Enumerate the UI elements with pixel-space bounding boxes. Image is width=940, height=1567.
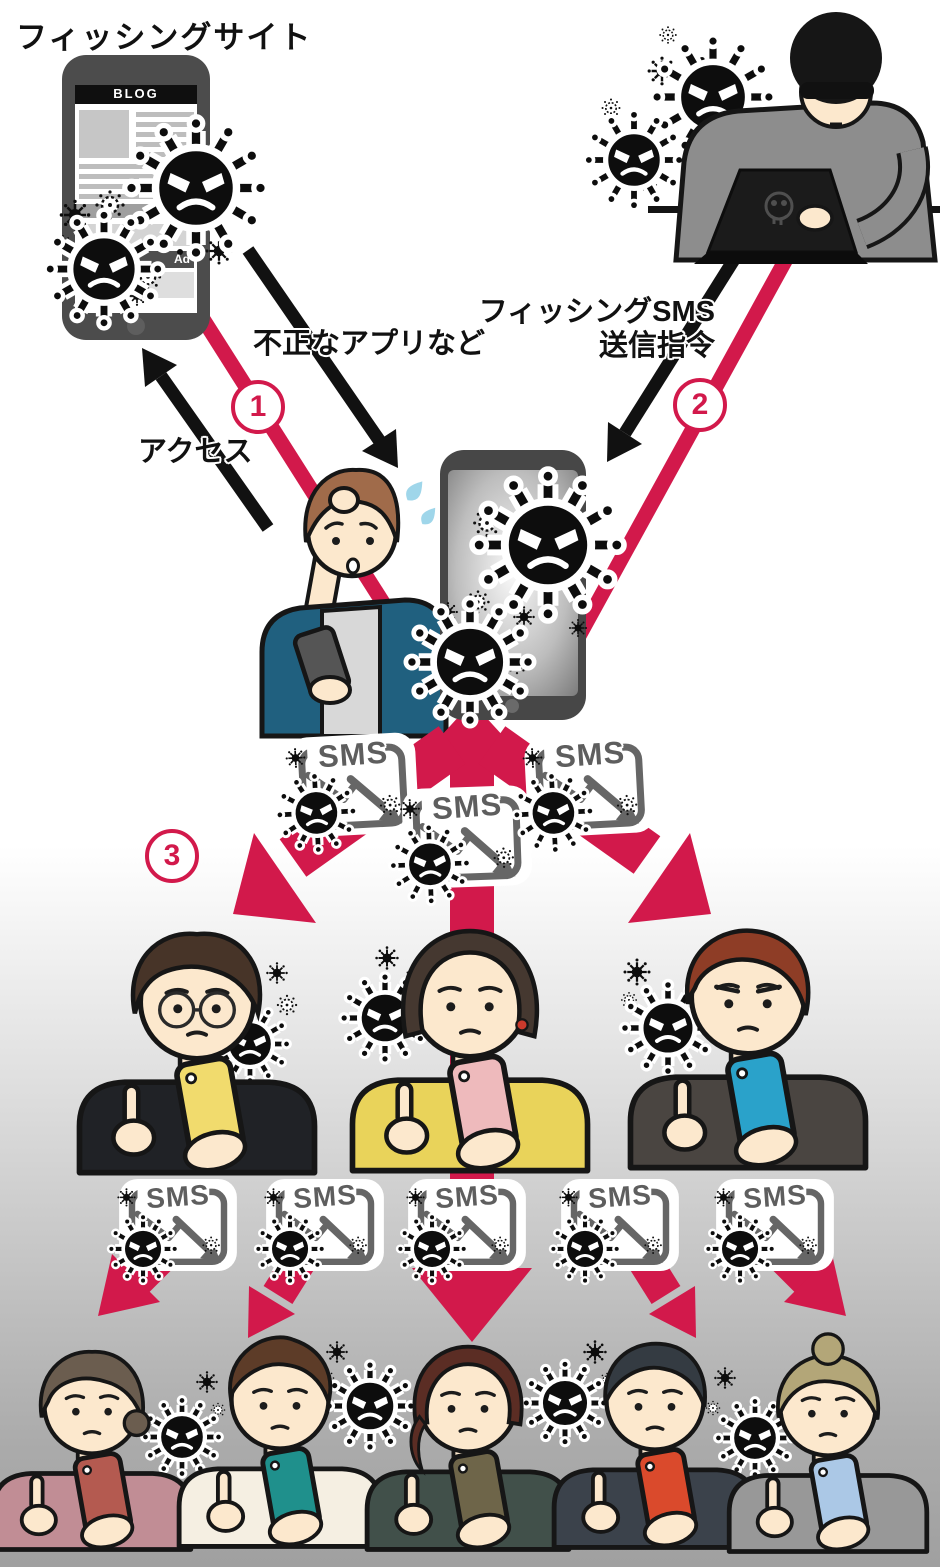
sms-badge-label: SMS xyxy=(434,1178,500,1215)
sms-badge-label: SMS xyxy=(742,1178,808,1215)
recipient-user-ponytail xyxy=(367,1344,569,1553)
recipient-user-bun xyxy=(729,1332,927,1554)
hacker-hand xyxy=(796,204,834,232)
hacker xyxy=(584,12,940,264)
step-3-badge: 3 xyxy=(145,829,199,883)
hair-bun xyxy=(811,1332,845,1366)
recipient-user-woman xyxy=(352,928,587,1174)
label-sms-command-1: フィッシングSMS xyxy=(478,296,715,328)
step-2-badge: 2 xyxy=(673,378,727,432)
sms-badge-label: SMS xyxy=(587,1178,653,1215)
skull-icon xyxy=(764,191,794,225)
sms-badge-label: SMS xyxy=(145,1178,211,1215)
step-1-badge: 1 xyxy=(231,380,285,434)
blog-header-label: BLOG xyxy=(113,86,159,101)
recipient-user-man2 xyxy=(179,1335,381,1549)
black-arrows xyxy=(142,246,741,532)
step-1-number: 1 xyxy=(249,390,267,423)
arrow-sms-command xyxy=(607,254,741,462)
laptop-icon xyxy=(694,168,868,264)
label-access: アクセス xyxy=(138,436,253,468)
home-button xyxy=(505,699,519,713)
arrow-malicious-app xyxy=(242,246,398,468)
step-2-number: 2 xyxy=(691,388,709,421)
sweat-drops xyxy=(406,481,436,525)
recipients-row-2 xyxy=(0,1332,927,1554)
virus-cluster-phishing-site xyxy=(45,117,268,329)
infected-smartphone xyxy=(406,450,624,726)
diagram-title: フィッシングサイト xyxy=(16,20,313,55)
sunglasses-icon xyxy=(800,82,874,99)
sms-badge-label: SMS xyxy=(292,1178,358,1215)
sms-badge-label: SMS xyxy=(316,734,390,775)
line-step2 xyxy=(539,248,797,700)
earring xyxy=(515,1018,529,1032)
glasses-icon xyxy=(158,991,236,1029)
recipient-user-man3 xyxy=(554,1341,756,1551)
recipient-user-man xyxy=(630,928,865,1171)
hacker-beanie xyxy=(790,12,882,104)
recipients-row-1 xyxy=(79,928,865,1176)
label-malicious-app: 不正なアプリなど xyxy=(253,328,486,360)
sms-badge-label: SMS xyxy=(430,786,504,827)
recipient-user-glasses xyxy=(79,931,314,1176)
virus-cluster-infected-phone xyxy=(406,469,624,726)
recipient-user-elder xyxy=(0,1349,191,1553)
arrow-access xyxy=(142,348,274,532)
virus-cluster-hacker xyxy=(584,25,775,210)
step-3-number: 3 xyxy=(163,839,181,872)
phishing-site-phone xyxy=(45,55,268,340)
ad-label: Ad xyxy=(174,252,190,266)
hair-bun xyxy=(122,1409,151,1438)
sms-badge-label: SMS xyxy=(553,734,627,775)
blog-header-bar xyxy=(75,85,197,104)
label-sms-command-2: 送信指令 xyxy=(598,330,715,362)
